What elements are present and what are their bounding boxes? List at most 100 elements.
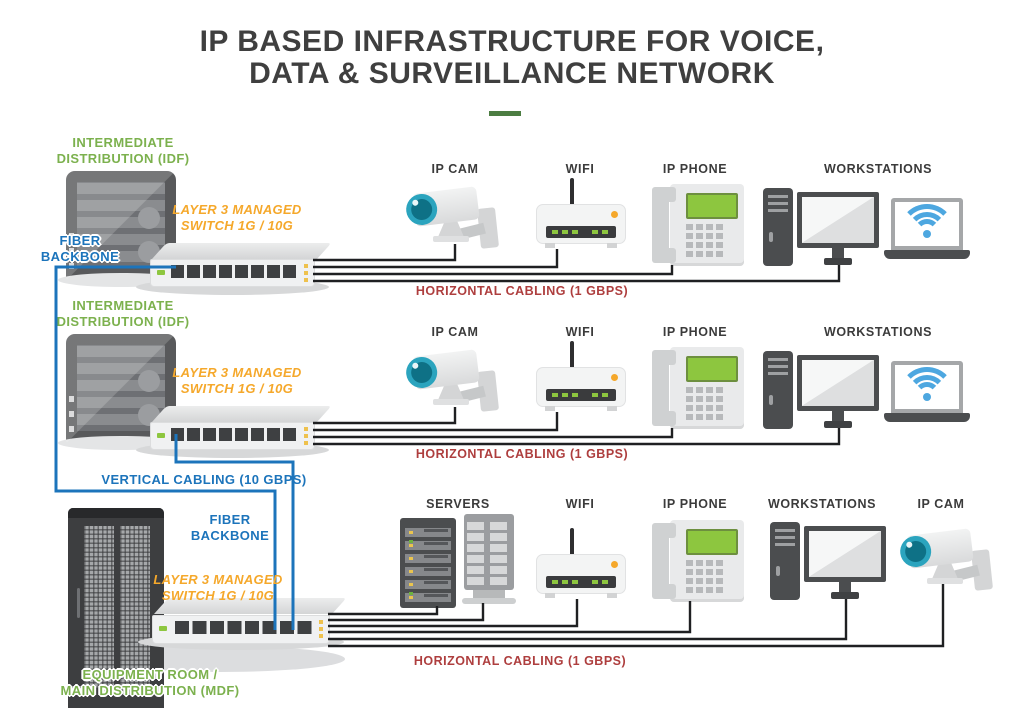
row1-label-ipphone: IP PHONE [662,162,728,176]
switch-leds [304,264,308,282]
cable-row3-server1 [328,606,439,616]
idf1-title: INTERMEDIATE DISTRIBUTION (IDF) [56,135,190,166]
cable-row3-ipcam [328,584,945,648]
wifi-router-icon [536,341,626,413]
phone-handset [652,187,676,263]
desktop-tower-icon [763,351,793,429]
row3-label-workstations: WORKSTATIONS [767,497,877,511]
page-title-line2: DATA & SURVEILLANCE NETWORK [249,57,775,90]
cable-row2-ipphone [313,428,674,439]
camera-foot [433,236,469,242]
fiber-backbone-label-1: FIBER BACKBONE [40,233,120,264]
switch-ports [171,265,296,278]
monitor-icon [797,192,881,266]
row1-label-ipcam: IP CAM [431,162,479,176]
ip-camera-icon [404,345,503,423]
cable-row1-workstation [313,265,841,283]
switch-ports [175,621,315,634]
horizontal-cabling-label-2: HORIZONTAL CABLING (1 GBPS) [415,447,629,461]
switch-status-led [159,626,167,631]
mdf-title: EQUIPMENT ROOM / MAIN DISTRIBUTION (MDF) [60,667,240,698]
ip-camera-icon [898,524,997,602]
title-underline [489,111,521,116]
server-rack-icon [400,518,456,608]
rack-fan-icon [138,207,160,229]
row1-label-wifi: WIFI [565,162,595,176]
idf2-title: INTERMEDIATE DISTRIBUTION (IDF) [56,298,190,329]
laptop-icon [884,361,970,423]
mdf-rack-icon [68,508,164,708]
row2-label-ipcam: IP CAM [431,325,479,339]
cable-row3-workstation [328,599,848,641]
page-title-line1: IP BASED INFRASTRUCTURE FOR VOICE, [199,25,825,58]
ip-phone-icon [652,347,744,429]
rack-clips [69,390,74,432]
server-rack-icon [462,514,516,604]
cable-row2-ipcam [313,407,457,425]
network-switch-icon-mdf [138,598,347,650]
phone-screen [686,193,738,219]
fiber-backbone-line-idf2 [174,434,295,630]
wifi-router-icon [536,178,626,250]
router-power-led [611,211,618,218]
fiber-backbone-label-2: FIBER BACKBONE [190,512,270,543]
rack-handle [77,588,80,618]
row3-label-ipphone: IP PHONE [662,497,728,511]
ip-camera-icon [404,182,503,260]
horizontal-cabling-label-1: HORIZONTAL CABLING (1 GBPS) [415,284,629,298]
cable-row3-ipphone [328,601,692,634]
ip-phone-icon [652,520,744,602]
cable-row2-wifi [313,412,559,432]
rack-fan-icon [138,370,160,392]
cable-row1-ipcam [313,244,457,262]
cable-row3-wifi [328,599,579,628]
router-led-strip [546,226,616,238]
wifi-router-icon [536,528,626,600]
row3-label-servers: SERVERS [426,497,490,511]
network-switch-icon-idf1 [136,243,332,295]
cable-row3-server2 [328,603,485,622]
cable-row1-ipphone [313,265,674,276]
rack-mesh-door [84,526,114,688]
server-leds [409,527,413,599]
monitor-icon [804,526,888,600]
row2-label-wifi: WIFI [565,325,595,339]
switch-front-face [152,615,330,644]
fiber-backbone-line-idf1 [54,265,277,630]
phone-keypad [686,224,723,257]
switch1-label: LAYER 3 MANAGED SWITCH 1G / 10G [172,202,302,233]
row3-label-wifi: WIFI [565,497,595,511]
cable-row2-workstation [313,428,841,446]
laptop-screen [891,198,963,250]
monitor-screen [797,192,879,248]
row2-label-workstations: WORKSTATIONS [823,325,933,339]
laptop-icon [884,198,970,260]
router-power-led [611,374,618,381]
cable-row1-wifi [313,249,559,269]
router-body [536,204,626,248]
row1-label-workstations: WORKSTATIONS [823,162,933,176]
row2-label-ipphone: IP PHONE [662,325,728,339]
row3-label-ipcam: IP CAM [917,497,965,511]
desktop-tower-icon [770,522,800,600]
vertical-cabling-label: VERTICAL CABLING (10 GBPS) [101,472,307,487]
server-slots [467,519,507,585]
switch-front-face [150,259,315,287]
rack-clips [69,227,74,269]
switch-leds [319,620,323,638]
camera-mount [438,220,464,237]
switch-ports [171,428,296,441]
switch2-label: LAYER 3 MANAGED SWITCH 1G / 10G [172,365,302,396]
ip-phone-icon [652,184,744,266]
horizontal-cabling-label-3: HORIZONTAL CABLING (1 GBPS) [413,654,627,668]
switch-status-led [157,433,165,438]
router-antenna [570,178,574,206]
switch-leds [304,427,308,445]
switch-status-led [157,270,165,275]
router-power-led [611,561,618,568]
desktop-tower-icon [763,188,793,266]
rack-mesh-door [120,526,150,688]
monitor-icon [797,355,881,429]
